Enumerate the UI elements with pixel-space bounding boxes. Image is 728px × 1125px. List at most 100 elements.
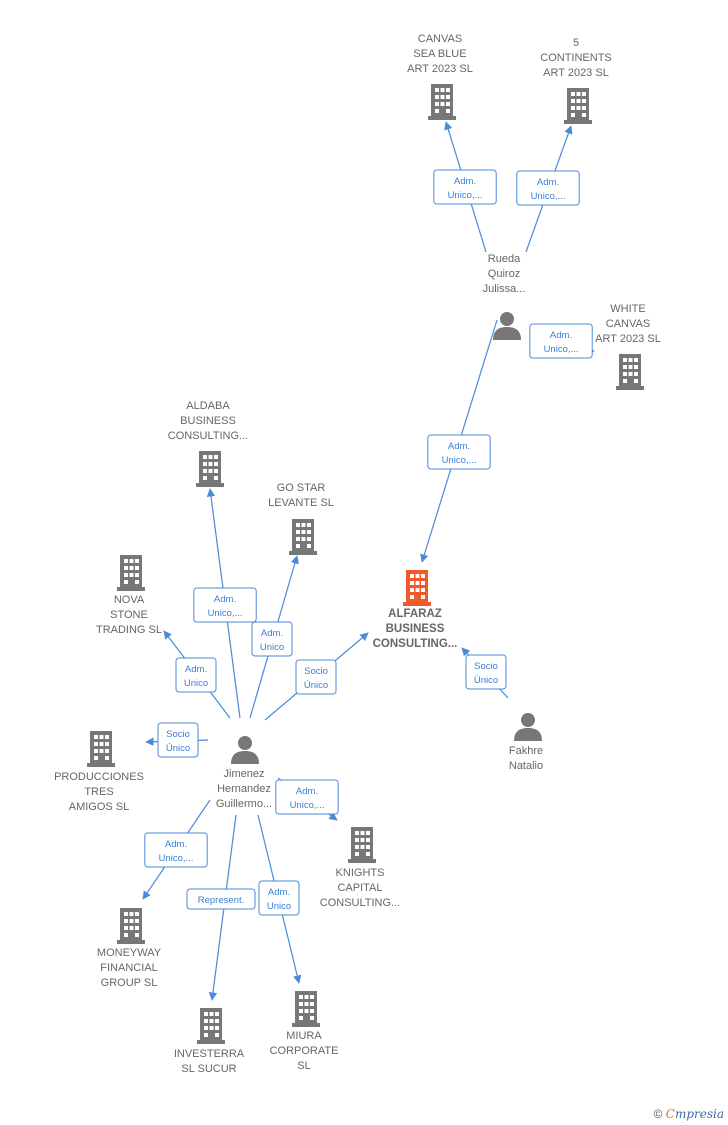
edge-label-box xyxy=(258,880,300,916)
edge-label-line: Socio xyxy=(474,661,498,672)
node-label-line: BUSINESS xyxy=(180,415,236,427)
node-label-line: NOVA xyxy=(114,594,145,606)
node-label-line: CONSULTING... xyxy=(373,638,458,650)
edge-label-line: Unico xyxy=(184,678,208,689)
edge-label-line: Adm. xyxy=(268,887,290,898)
node-aldaba[interactable]: ALDABABUSINESSCONSULTING... xyxy=(168,400,248,487)
edge-label-box xyxy=(295,659,337,695)
node-label-line: Rueda xyxy=(488,253,521,265)
building-icon xyxy=(289,519,317,555)
node-gostar[interactable]: GO STAR LEVANTE SL xyxy=(268,482,334,555)
edge-label-jimenez-knights[interactable]: Adm. Unico,... xyxy=(275,779,339,815)
node-label-line: CAPITAL xyxy=(337,882,382,894)
node-label-line: ART 2023 SL xyxy=(543,67,609,79)
node-label-line: Guillermo... xyxy=(216,798,272,810)
edge-label-box xyxy=(251,621,293,657)
node-rueda[interactable]: RuedaQuirozJulissa... xyxy=(483,253,526,340)
node-label-line: Quiroz xyxy=(488,268,520,280)
edge-label-box xyxy=(193,587,257,623)
edge-label-line: Adm. xyxy=(448,441,470,452)
edge-label-jimenez-nova[interactable]: Adm. Unico xyxy=(175,657,217,693)
node-label-line: SL xyxy=(297,1060,310,1072)
node-label-line: CONTINENTS xyxy=(540,52,612,64)
node-label-line: ART 2023 SL xyxy=(595,333,661,345)
node-label-line: CANVAS xyxy=(606,318,650,330)
node-label-line: ALDABA xyxy=(186,400,230,412)
node-label-line: SEA BLUE xyxy=(413,48,466,60)
building-icon xyxy=(348,827,376,863)
edge-label-box xyxy=(157,722,199,758)
edge-label-rueda-white[interactable]: Adm. Unico,... xyxy=(529,323,593,359)
edge-label-line: Unico,... xyxy=(159,853,194,864)
node-alfaraz[interactable]: ALFARAZBUSINESSCONSULTING... xyxy=(373,570,458,650)
edge-label-box xyxy=(529,323,593,359)
edge-label-line: Socio xyxy=(304,666,328,677)
edge-label-rueda-continents[interactable]: Adm. Unico,... xyxy=(516,170,580,206)
edge-label-box xyxy=(175,657,217,693)
edge-label-line: Adm. xyxy=(214,594,236,605)
node-label-line: AMIGOS SL xyxy=(69,801,130,813)
node-label-line: ART 2023 SL xyxy=(407,63,473,75)
person-icon xyxy=(493,312,521,340)
edge-label-line: Unico,... xyxy=(531,191,566,202)
node-label-line: 5 xyxy=(573,37,579,49)
building-icon xyxy=(117,555,145,591)
node-knights[interactable]: KNIGHTSCAPITALCONSULTING... xyxy=(320,827,400,909)
edge-labels-layer: Adm.Unico,...Adm.Unico,...Adm.Unico,...A… xyxy=(144,169,593,916)
edge-label-box xyxy=(275,779,339,815)
node-label-line: ALFARAZ xyxy=(388,608,442,620)
edge-label-jimenez-gostar[interactable]: Adm.Unico xyxy=(251,621,293,657)
edge-label-line: Adm. xyxy=(165,839,187,850)
node-label-line: LEVANTE SL xyxy=(268,497,334,509)
node-label-line: Fakhre xyxy=(509,745,543,757)
edge-label-rueda-alfaraz[interactable]: Adm. Unico,... xyxy=(427,434,491,470)
edge-label-rueda-canvas[interactable]: Adm. Unico,... xyxy=(433,169,497,205)
edge-label-line: Adm. xyxy=(454,176,476,187)
edge-label-line: Represent. xyxy=(198,895,244,906)
edge-label-line: Adm. xyxy=(537,177,559,188)
building-icon xyxy=(564,88,592,124)
edge-label-jimenez-moneyway[interactable]: Adm. Unico,... xyxy=(144,832,208,868)
footer-brand[interactable]: © Cmpresia xyxy=(654,1107,724,1121)
edge-label-box xyxy=(427,434,491,470)
building-icon xyxy=(196,451,224,487)
building-icon xyxy=(292,991,320,1027)
edge-label-line: Adm. xyxy=(550,330,572,341)
edge-label-jimenez-miura[interactable]: Adm.Unico xyxy=(258,880,300,916)
edge-label-jimenez-aldaba[interactable]: Adm. Unico,... xyxy=(193,587,257,623)
person-icon xyxy=(231,736,259,764)
edge-label-box xyxy=(144,832,208,868)
edge-label-line: Unico,... xyxy=(442,455,477,466)
edge-label-line: Adm. xyxy=(296,786,318,797)
edge-label-line: Adm. xyxy=(185,664,207,675)
edge-label-line: Único xyxy=(166,743,190,754)
edge-label-line: Unico,... xyxy=(208,608,243,619)
node-jimenez[interactable]: JimenezHernandezGuillermo... xyxy=(216,736,272,810)
brand-name: mpresia xyxy=(674,1107,724,1121)
node-label-line: TRADING SL xyxy=(96,624,162,636)
edge-label-line: Unico,... xyxy=(448,190,483,201)
edge-label-line: Unico,... xyxy=(290,800,325,811)
edge-label-line: Unico,... xyxy=(544,344,579,355)
node-label-line: GO STAR xyxy=(277,482,326,494)
edge-label-line: Único xyxy=(304,680,328,691)
copyright-icon: © xyxy=(653,1107,663,1121)
node-label-line: CORPORATE xyxy=(270,1045,339,1057)
edge-label-jimenez-investerra[interactable]: Represent. xyxy=(186,888,256,910)
person-icon xyxy=(514,713,542,741)
node-label-line: PRODUCCIONES xyxy=(54,771,144,783)
node-label-line: FINANCIAL xyxy=(100,962,157,974)
node-label-line: INVESTERRA xyxy=(174,1048,245,1060)
